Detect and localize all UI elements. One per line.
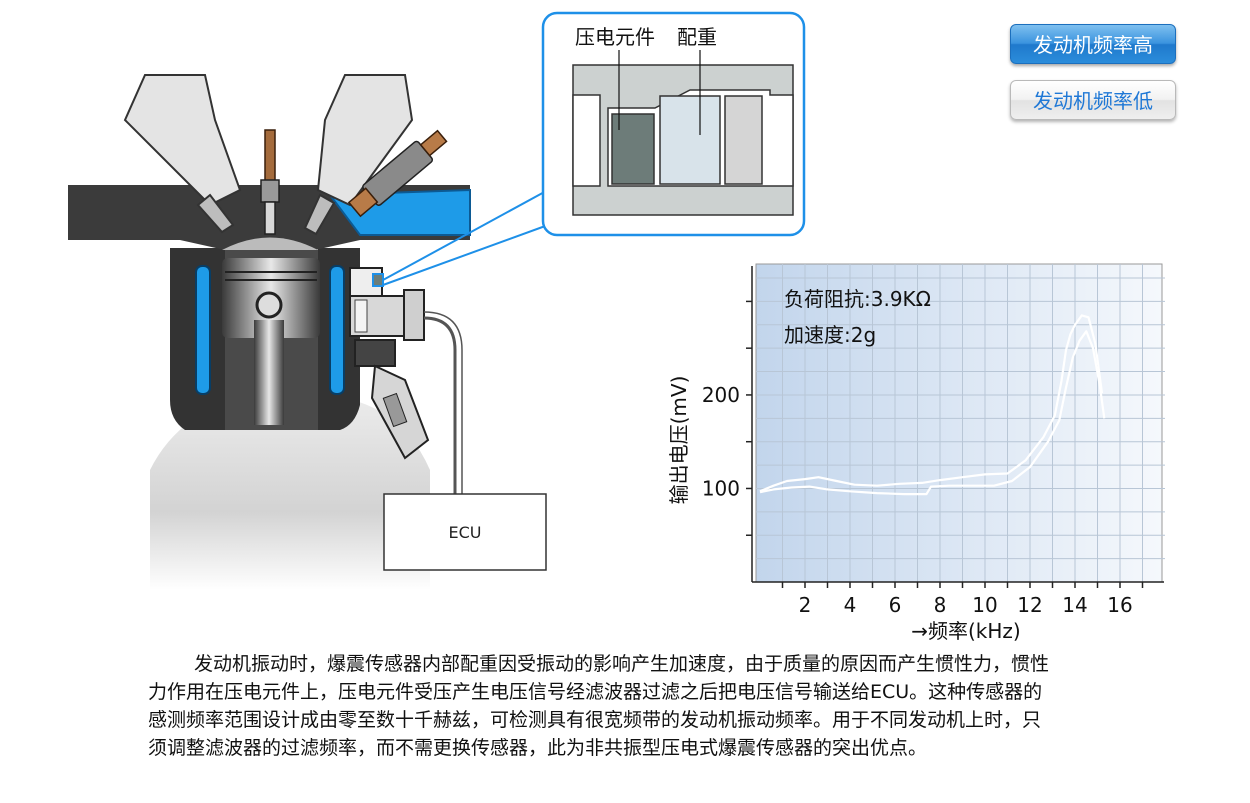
engine-illustration <box>68 74 471 590</box>
spark-plug <box>260 129 280 235</box>
ecu-label: ECU <box>449 523 482 542</box>
x-tick-label: 8 <box>934 593 947 617</box>
x-tick-label: 12 <box>1017 593 1042 617</box>
chart-ticks: 2 4 6 8 10 12 14 16 100 200 <box>702 300 1144 617</box>
coolant-jacket-left <box>195 265 211 395</box>
callout-label-piezo: 压电元件 <box>575 25 655 49</box>
engine-block-lower <box>150 394 430 590</box>
x-tick-label: 4 <box>844 593 857 617</box>
chart-grid <box>756 264 1165 582</box>
seismic-weight <box>659 95 721 185</box>
sensor-element-highlight <box>372 273 384 287</box>
chart-series <box>759 314 1106 496</box>
x-tick-label: 6 <box>889 593 902 617</box>
chart-plot-area <box>755 263 1163 583</box>
y-tick-label: 200 <box>702 383 740 407</box>
series-line-1 <box>759 314 1104 493</box>
x-tick-label: 16 <box>1107 593 1132 617</box>
sensor-callout: 压电元件 配重 <box>382 11 806 286</box>
x-tick-label: 14 <box>1062 593 1087 617</box>
voltage-frequency-chart: 2 4 6 8 10 12 14 16 100 200 负荷阻抗:3.9KΩ 加速度:2g 输出电… <box>667 263 1165 643</box>
exhaust-port <box>316 74 414 207</box>
description-text: 发动机振动时，爆震传感器内部配重因受振动的影响产生加速度，由于质量的原因而产生惯… <box>148 653 1050 759</box>
combustion-chamber <box>222 237 318 250</box>
coolant-jacket-right <box>329 265 345 395</box>
knock-sensor <box>349 267 430 460</box>
fuel-injector <box>347 129 448 218</box>
sensor-wire <box>423 316 457 496</box>
x-tick-label: 10 <box>972 593 997 617</box>
series-line-2 <box>759 330 1106 496</box>
chart-xlabel: →频率(kHz) <box>911 619 1020 643</box>
connecting-rod <box>254 320 284 425</box>
description-paragraph: 发动机振动时，爆震传感器内部配重因受振动的影响产生加速度，由于质量的原因而产生惯… <box>148 650 1058 762</box>
engine-freq-low-button[interactable]: 发动机频率低 <box>1010 80 1176 120</box>
y-tick-label: 100 <box>702 476 740 500</box>
chart-ylabel: 输出电压(mV) <box>667 376 691 505</box>
ecu-box: ECU <box>383 493 547 571</box>
engine-freq-high-button[interactable]: 发动机频率高 <box>1010 24 1176 64</box>
chart-annotation-impedance: 负荷阻抗:3.9KΩ <box>784 287 931 311</box>
chart-annotation-acceleration: 加速度:2g <box>784 323 876 347</box>
x-tick-label: 2 <box>799 593 812 617</box>
callout-label-weight: 配重 <box>677 25 717 49</box>
piezo-element <box>611 113 655 185</box>
piston-pin <box>255 291 283 319</box>
